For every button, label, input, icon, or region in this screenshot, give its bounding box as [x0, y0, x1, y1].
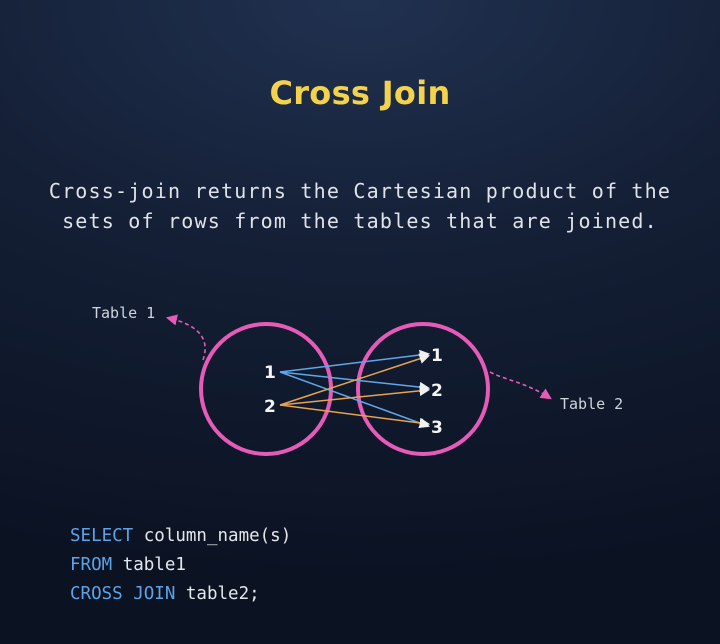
edge-1-1	[279, 349, 431, 373]
edge-1-3	[279, 371, 430, 429]
code-line-2: FROM table1	[70, 551, 291, 580]
table2-circle	[356, 322, 490, 456]
code-line-1: SELECT column_name(s)	[70, 522, 291, 551]
description-text: Cross-join returns the Cartesian product…	[48, 179, 672, 233]
page-title: Cross Join	[269, 74, 451, 112]
edge-2-3	[279, 404, 431, 429]
table1-pointer-arrow	[165, 314, 206, 361]
sql-keyword-from: FROM	[70, 555, 113, 575]
edge-2-1	[279, 353, 430, 406]
cross-join-diagram: 1 2 1 2 3 Table 1 Table 2	[92, 304, 623, 456]
table2-row-2: 2	[431, 381, 443, 401]
table2-row-3: 3	[431, 418, 443, 438]
table2-label: Table 2	[560, 395, 623, 413]
table1-row-2: 2	[264, 397, 276, 417]
code-line-3: CROSS JOIN table2;	[70, 580, 291, 609]
sql-keyword-cross-join: CROSS JOIN	[70, 584, 176, 604]
table2-pointer-arrow	[489, 371, 552, 400]
table1-circle	[199, 322, 333, 456]
edge-2-2	[279, 385, 431, 406]
table1-label: Table 1	[92, 304, 155, 322]
table2-row-1: 1	[431, 346, 443, 366]
sql-select-columns: column_name(s)	[133, 526, 292, 546]
sql-from-table: table1	[112, 555, 186, 575]
sql-join-table: table2;	[175, 584, 260, 604]
sql-keyword-select: SELECT	[70, 526, 134, 546]
table1-row-1: 1	[264, 363, 276, 383]
sql-code-block: SELECT column_name(s) FROM table1 CROSS …	[70, 522, 291, 609]
